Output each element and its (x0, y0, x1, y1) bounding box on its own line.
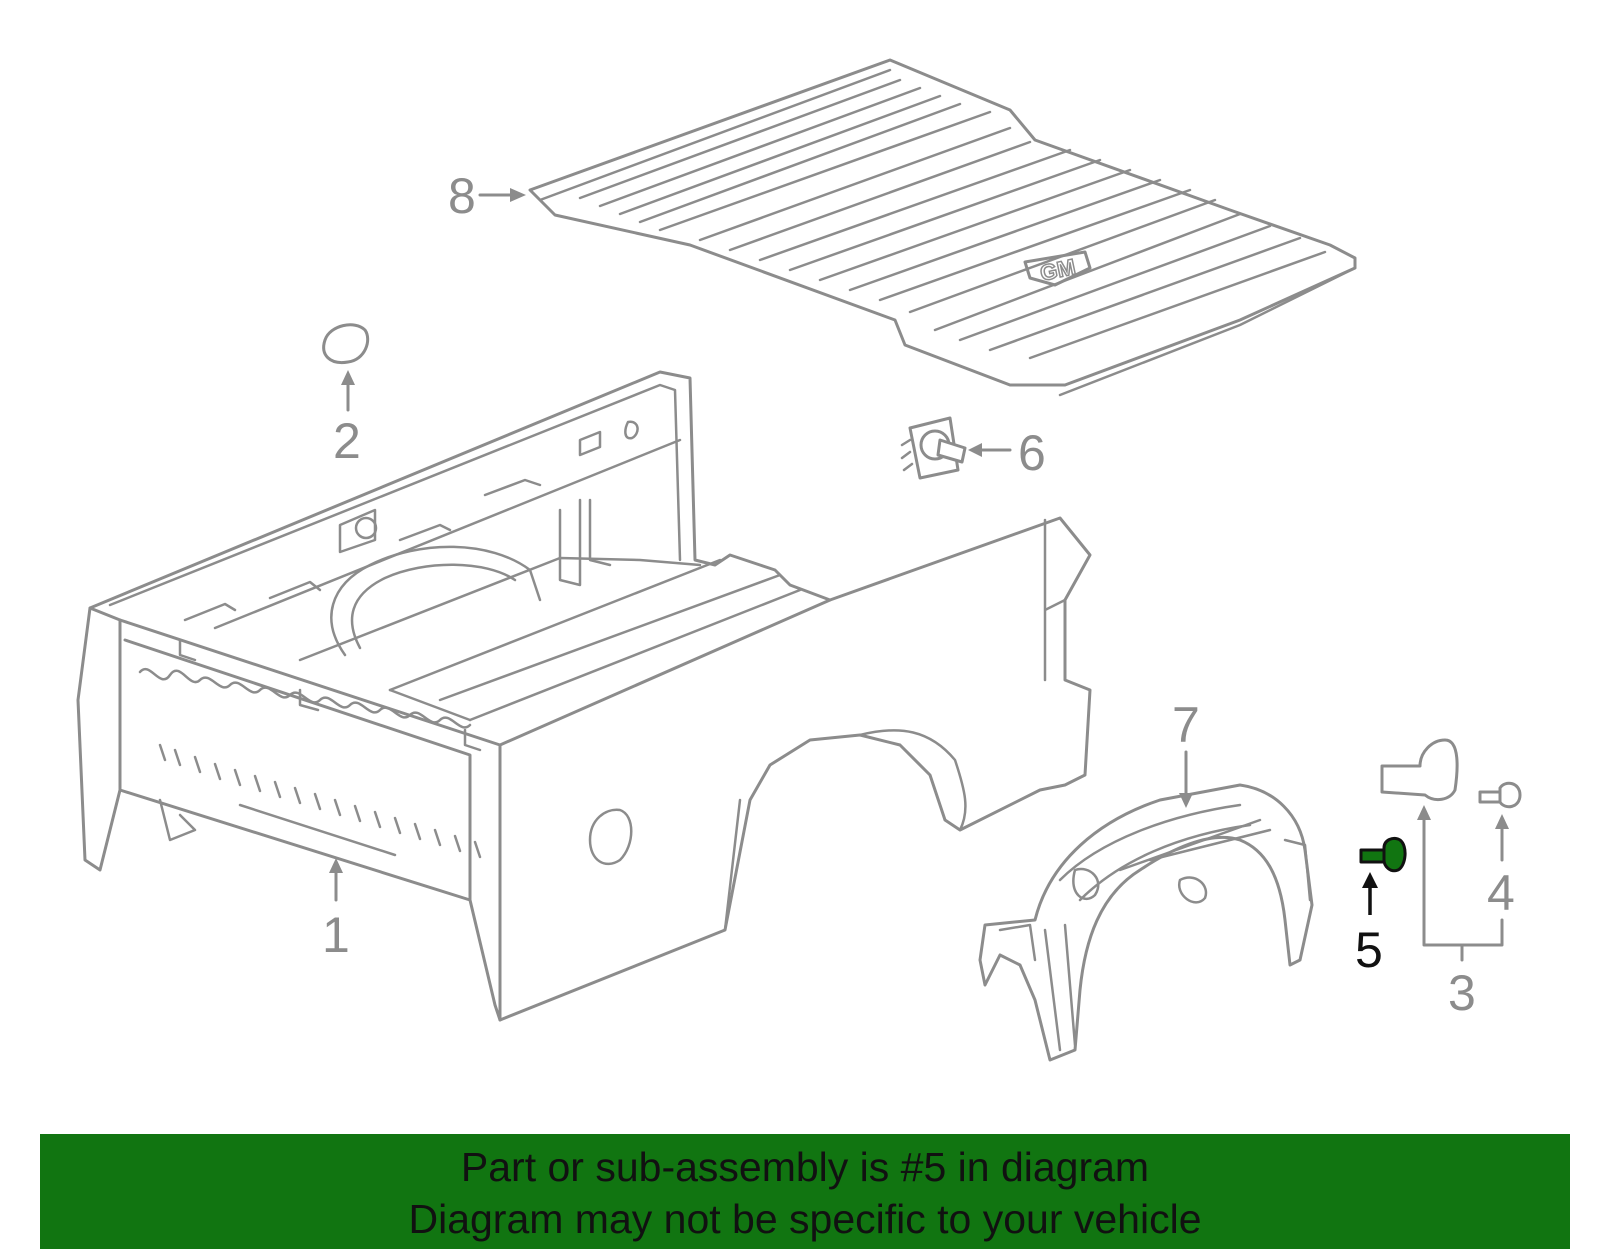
callout-1-arrow (329, 858, 343, 873)
bed-mat-part-8[interactable]: GM (528, 58, 1357, 397)
callout-8-label: 8 (448, 168, 476, 224)
callout-6-label: 6 (1018, 425, 1046, 481)
callout-5-arrow (1362, 872, 1378, 888)
callout-3-arrow (1417, 805, 1431, 820)
parts-diagram: GM 8 2 (76, 58, 1522, 1062)
plug-part-2[interactable] (322, 323, 370, 365)
callout-5-label: 5 (1355, 922, 1383, 978)
wheelhouse-liner-part-7[interactable] (978, 783, 1314, 1062)
callout-3-label: 3 (1448, 965, 1476, 1021)
callout-2-arrow (341, 370, 355, 385)
callout-3: 3 (1417, 805, 1504, 1021)
callout-7-label: 7 (1172, 697, 1200, 753)
pin-part-4[interactable] (1478, 781, 1522, 809)
callout-7: 7 (1172, 697, 1200, 808)
callout-5: 5 (1355, 872, 1383, 978)
callout-6: 6 (968, 425, 1046, 481)
callout-6-arrow (968, 443, 982, 457)
banner-line-2: Diagram may not be specific to your vehi… (408, 1196, 1202, 1242)
bracket-part-3[interactable] (1380, 738, 1459, 802)
pickup-box-part-1[interactable] (76, 370, 1092, 1022)
info-banner: Part or sub-assembly is #5 in diagram Di… (40, 1134, 1570, 1249)
callout-4-arrow (1495, 814, 1509, 829)
callout-8: 8 (448, 168, 526, 224)
callout-4-label: 4 (1487, 865, 1515, 921)
callout-2: 2 (333, 370, 361, 469)
bolt-part-5[interactable] (1359, 836, 1407, 873)
banner-line-1: Part or sub-assembly is #5 in diagram (460, 1144, 1150, 1190)
tie-down-part-6[interactable] (900, 416, 967, 480)
callout-2-label: 2 (333, 413, 361, 469)
callout-1-label: 1 (322, 907, 350, 963)
callout-7-arrow (1179, 793, 1193, 808)
callout-4: 4 (1487, 814, 1515, 921)
callout-1: 1 (322, 858, 350, 963)
callout-8-arrow (510, 188, 526, 202)
